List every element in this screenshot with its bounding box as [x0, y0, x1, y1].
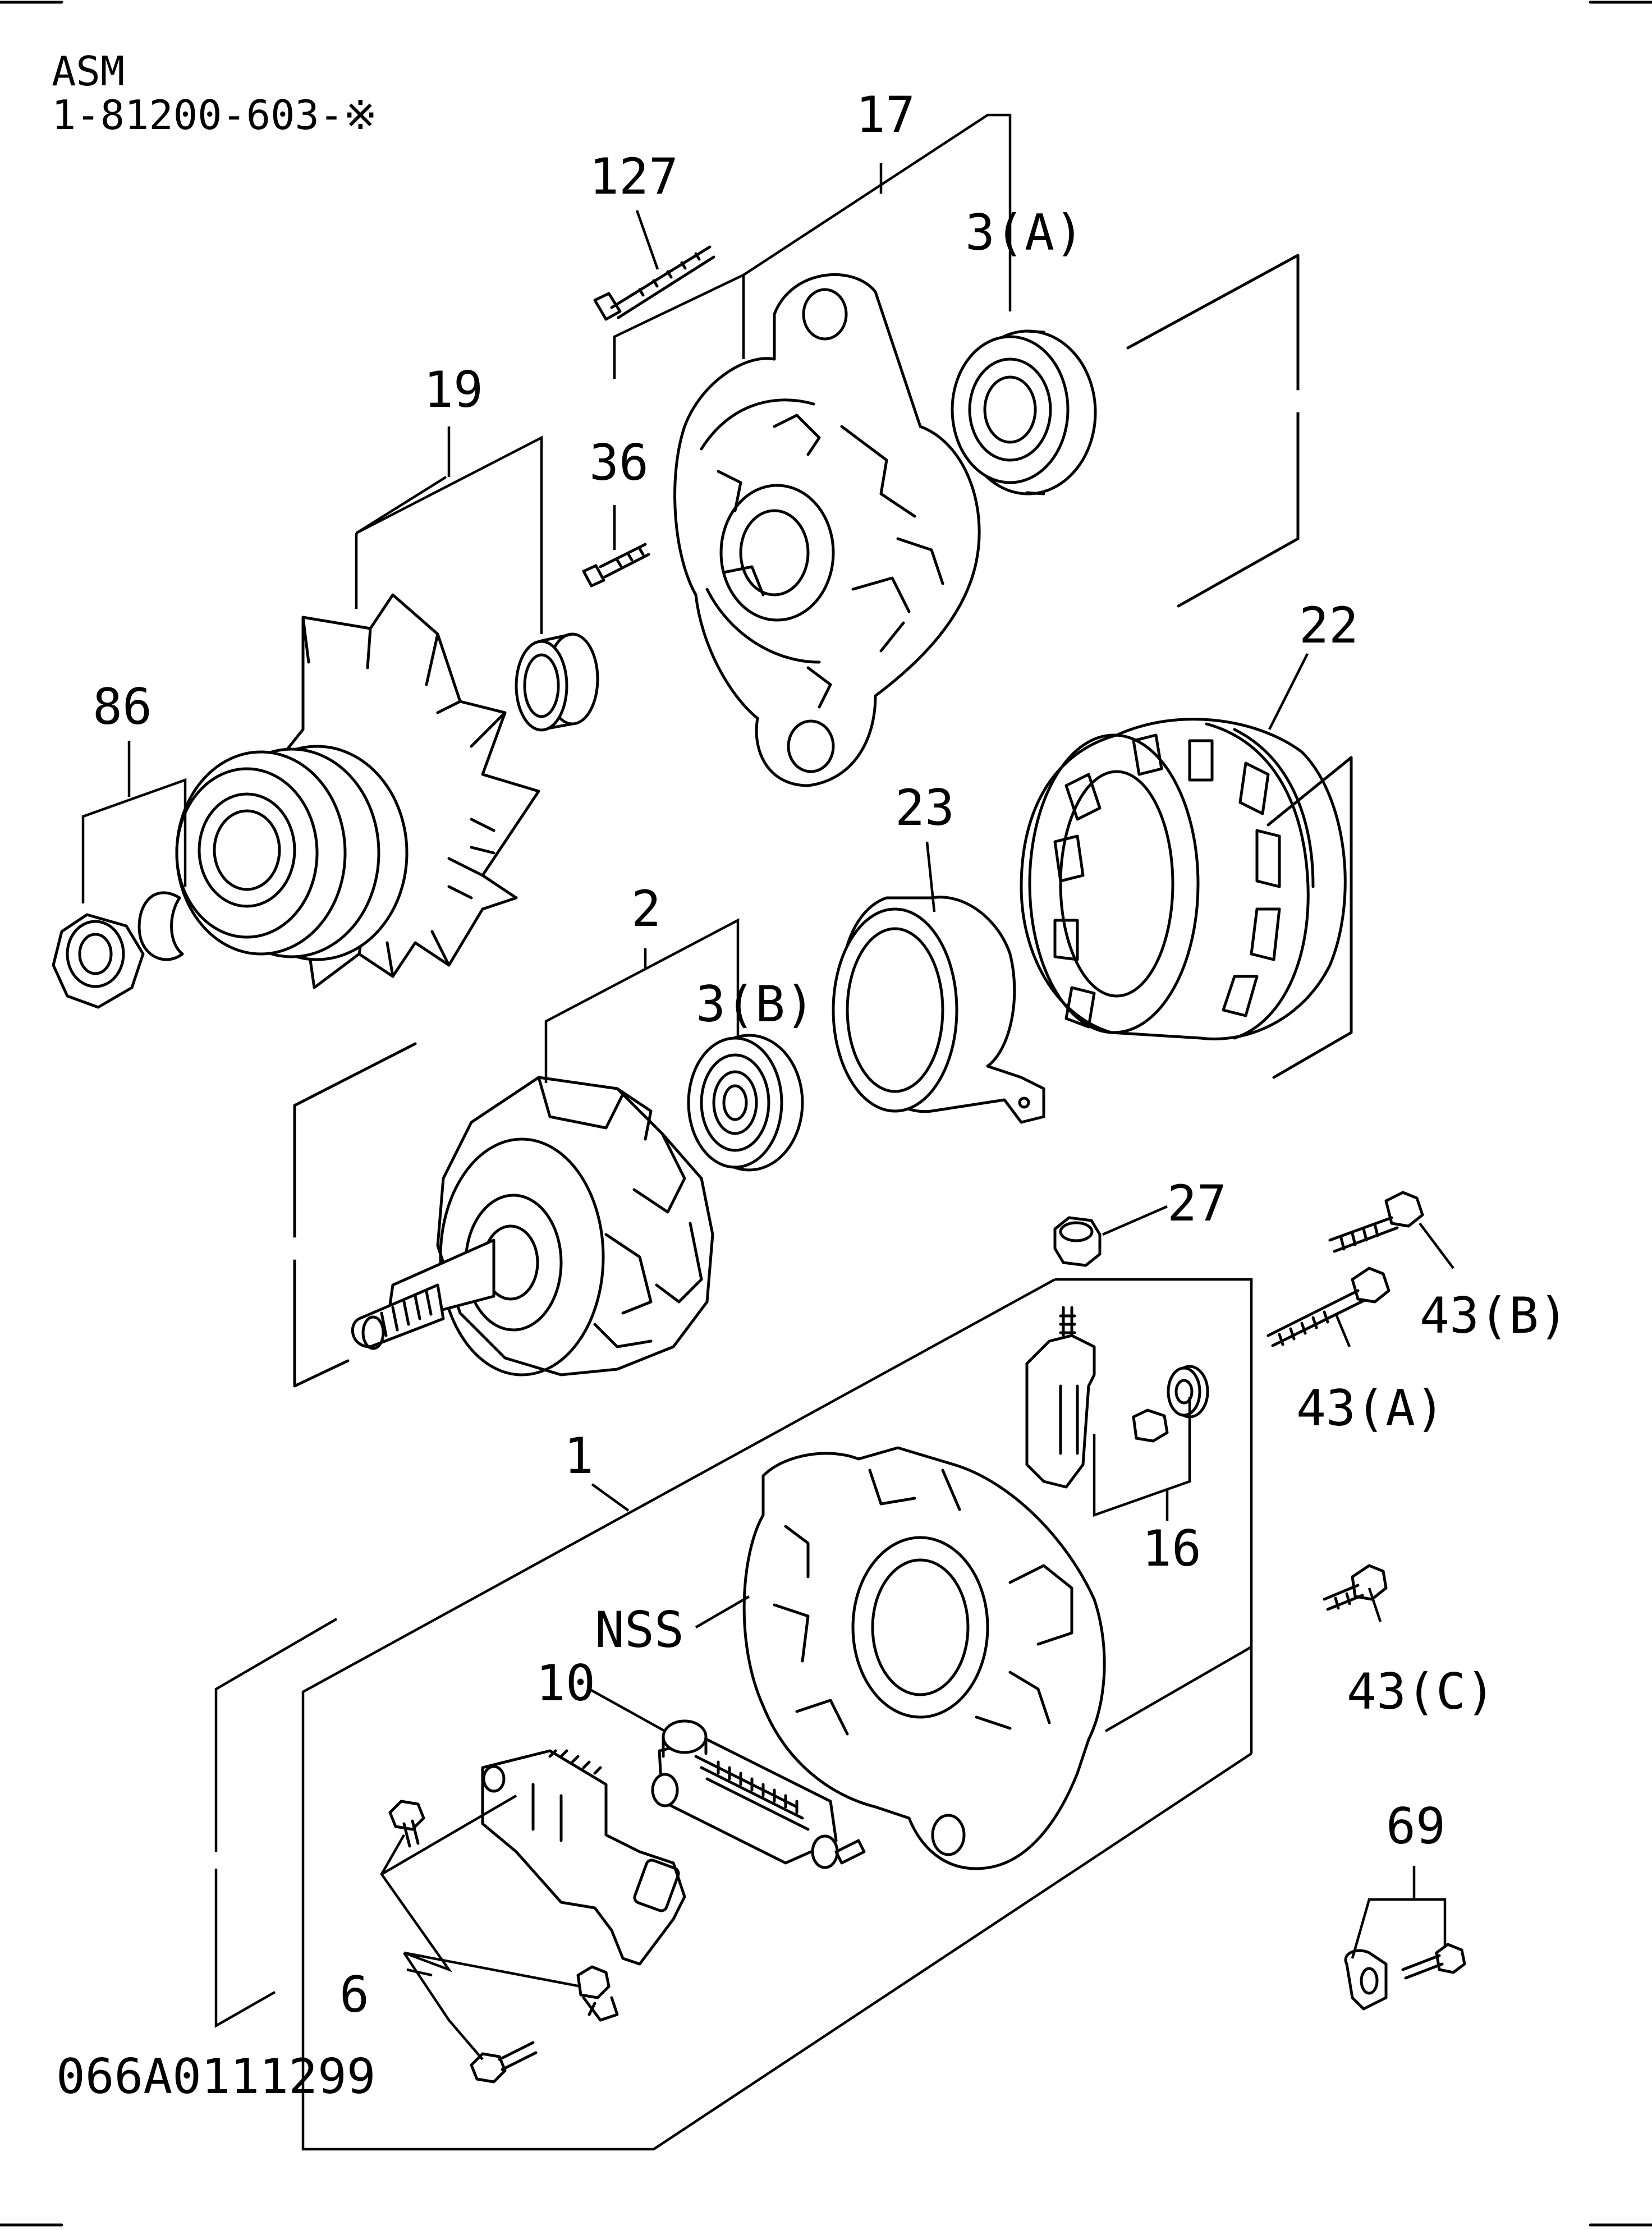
callout-labels: 127 17 3(A) 19 36 86 22 23 2 3(B) 27 43(… [93, 86, 1568, 2023]
callout-17: 17 [856, 86, 915, 144]
leader-lines [81, 113, 1454, 2151]
spacer-collar [515, 632, 599, 732]
bearing-3a [951, 329, 1097, 495]
callout-19: 19 [424, 361, 483, 419]
rear-frame-1 [742, 1446, 1106, 1870]
bracket-top-right [1126, 254, 1301, 608]
regulator-6 [481, 1749, 686, 1966]
part-number: 1-81200-603-※ [52, 91, 378, 139]
callout-22: 22 [1299, 596, 1359, 654]
screw-6-top [388, 1800, 425, 1848]
terminal-16 [1025, 1306, 1209, 1489]
callout-23: 23 [895, 779, 955, 837]
nut-27 [1053, 1216, 1102, 1267]
pulley-fan-19 [175, 593, 540, 989]
bracket-rotor-left [292, 1042, 417, 1388]
bearing-retainer-23 [832, 896, 1045, 1124]
bolt-43c [1323, 1564, 1388, 1611]
callout-43a: 43(A) [1296, 1379, 1445, 1437]
callout-1: 1 [564, 1427, 594, 1485]
rectifier-10 [651, 1719, 866, 1869]
callout-6: 6 [339, 1966, 369, 2023]
callout-10: 10 [536, 1654, 595, 1712]
screw-6-bottom [470, 2041, 538, 2084]
bolt-43b [1328, 1191, 1424, 1253]
through-bolt-127 [593, 245, 715, 321]
snap-ring [137, 891, 184, 961]
callout-3a: 3(A) [965, 204, 1084, 261]
callout-3b: 3(B) [696, 975, 815, 1033]
screw-6-mid [576, 1965, 619, 2022]
stator-22 [1020, 718, 1347, 1040]
bracket-stator-right [1266, 756, 1353, 1079]
callout-27: 27 [1167, 1174, 1227, 1232]
clip-69 [1344, 1943, 1466, 2011]
callout-16: 16 [1142, 1520, 1201, 1577]
diagram-code: 066A0111299 [56, 2049, 376, 2105]
callout-127: 127 [589, 148, 678, 205]
callout-nss: NSS [595, 1601, 684, 1659]
pulley-nut-86 [52, 913, 145, 1009]
callout-69: 69 [1386, 1797, 1446, 1855]
bearing-3b [687, 1034, 804, 1172]
asm-label: ASM [52, 48, 125, 95]
callout-36: 36 [589, 434, 649, 492]
callout-43b: 43(B) [1420, 1287, 1568, 1345]
callout-2: 2 [631, 880, 661, 938]
callout-86: 86 [93, 678, 152, 736]
callout-43c: 43(C) [1347, 1663, 1495, 1720]
drive-end-frame-17 [673, 273, 981, 787]
rotor-2 [351, 1076, 714, 1376]
bolt-36 [582, 543, 650, 588]
bolt-43a [1266, 1267, 1391, 1347]
